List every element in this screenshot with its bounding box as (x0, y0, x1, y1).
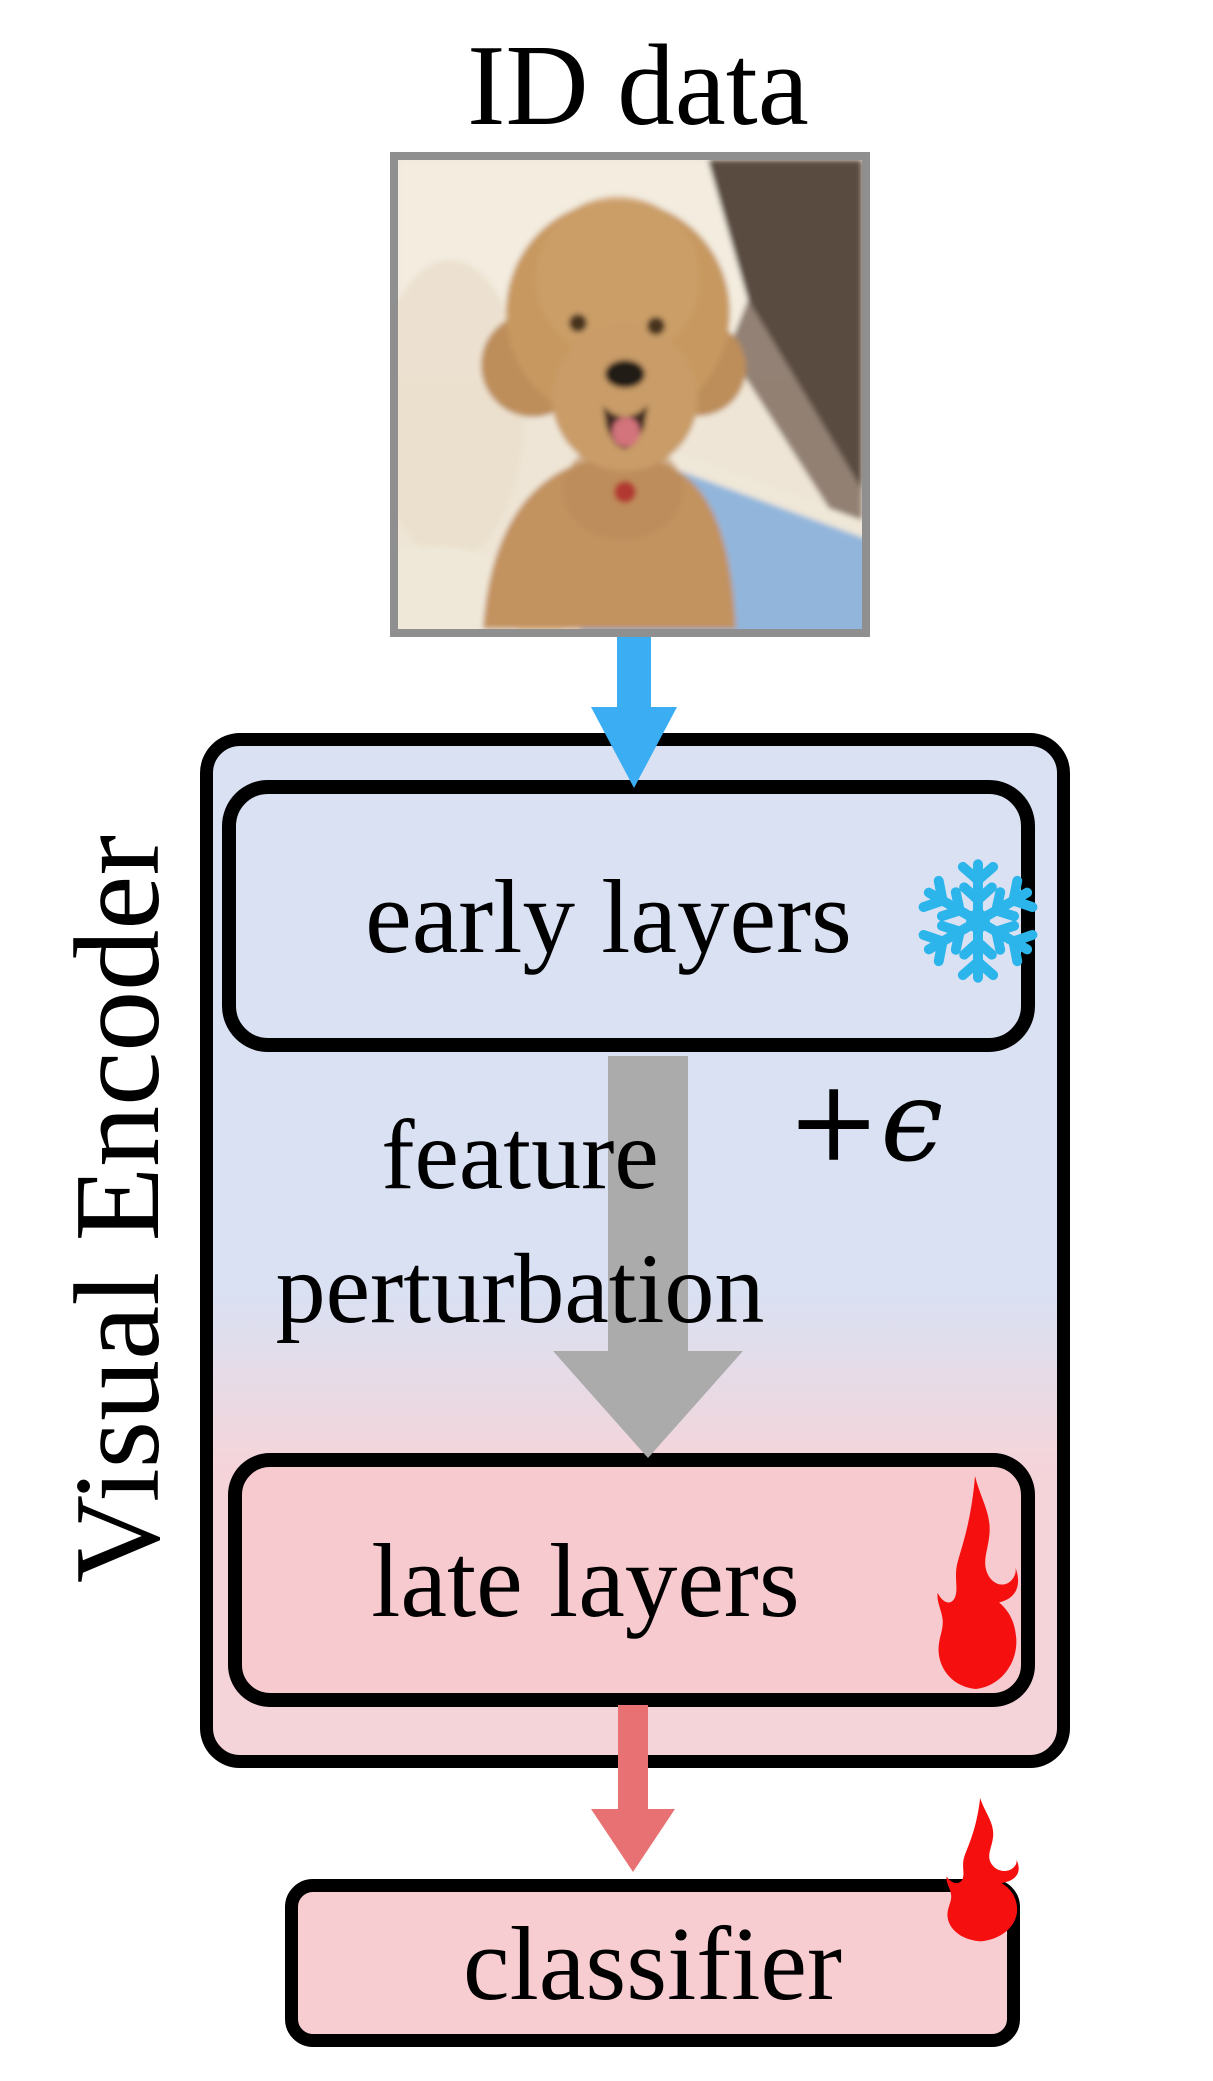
figure-title: ID data (467, 22, 809, 149)
early-layers-box: early layers (222, 780, 1035, 1052)
late-layers-box: late layers (228, 1453, 1035, 1707)
output-arrow-icon (591, 1705, 675, 1872)
flame-icon (946, 1798, 1019, 1942)
feature-perturbation-line2: perturbation (275, 1233, 765, 1344)
noise-epsilon-label: +ϵ (786, 1057, 944, 1187)
dog-photo (398, 160, 862, 629)
classifier-label: classifier (463, 1904, 842, 2022)
visual-encoder-label: Visual Encoder (50, 835, 185, 1584)
snowflake-icon (918, 859, 1038, 983)
input-arrow-icon (591, 637, 677, 788)
dog-photo-illustration (398, 160, 862, 629)
flame-icon (937, 1476, 1019, 1690)
feature-perturbation-label: feature perturbation (170, 1088, 870, 1356)
perturbation-arrow-icon (553, 1056, 743, 1458)
feature-perturbation-line1: feature (381, 1099, 659, 1210)
early-layers-label: early layers (365, 857, 852, 975)
late-layers-label: late layers (371, 1521, 800, 1639)
id-data-image (390, 152, 870, 637)
classifier-box: classifier (285, 1879, 1020, 2047)
